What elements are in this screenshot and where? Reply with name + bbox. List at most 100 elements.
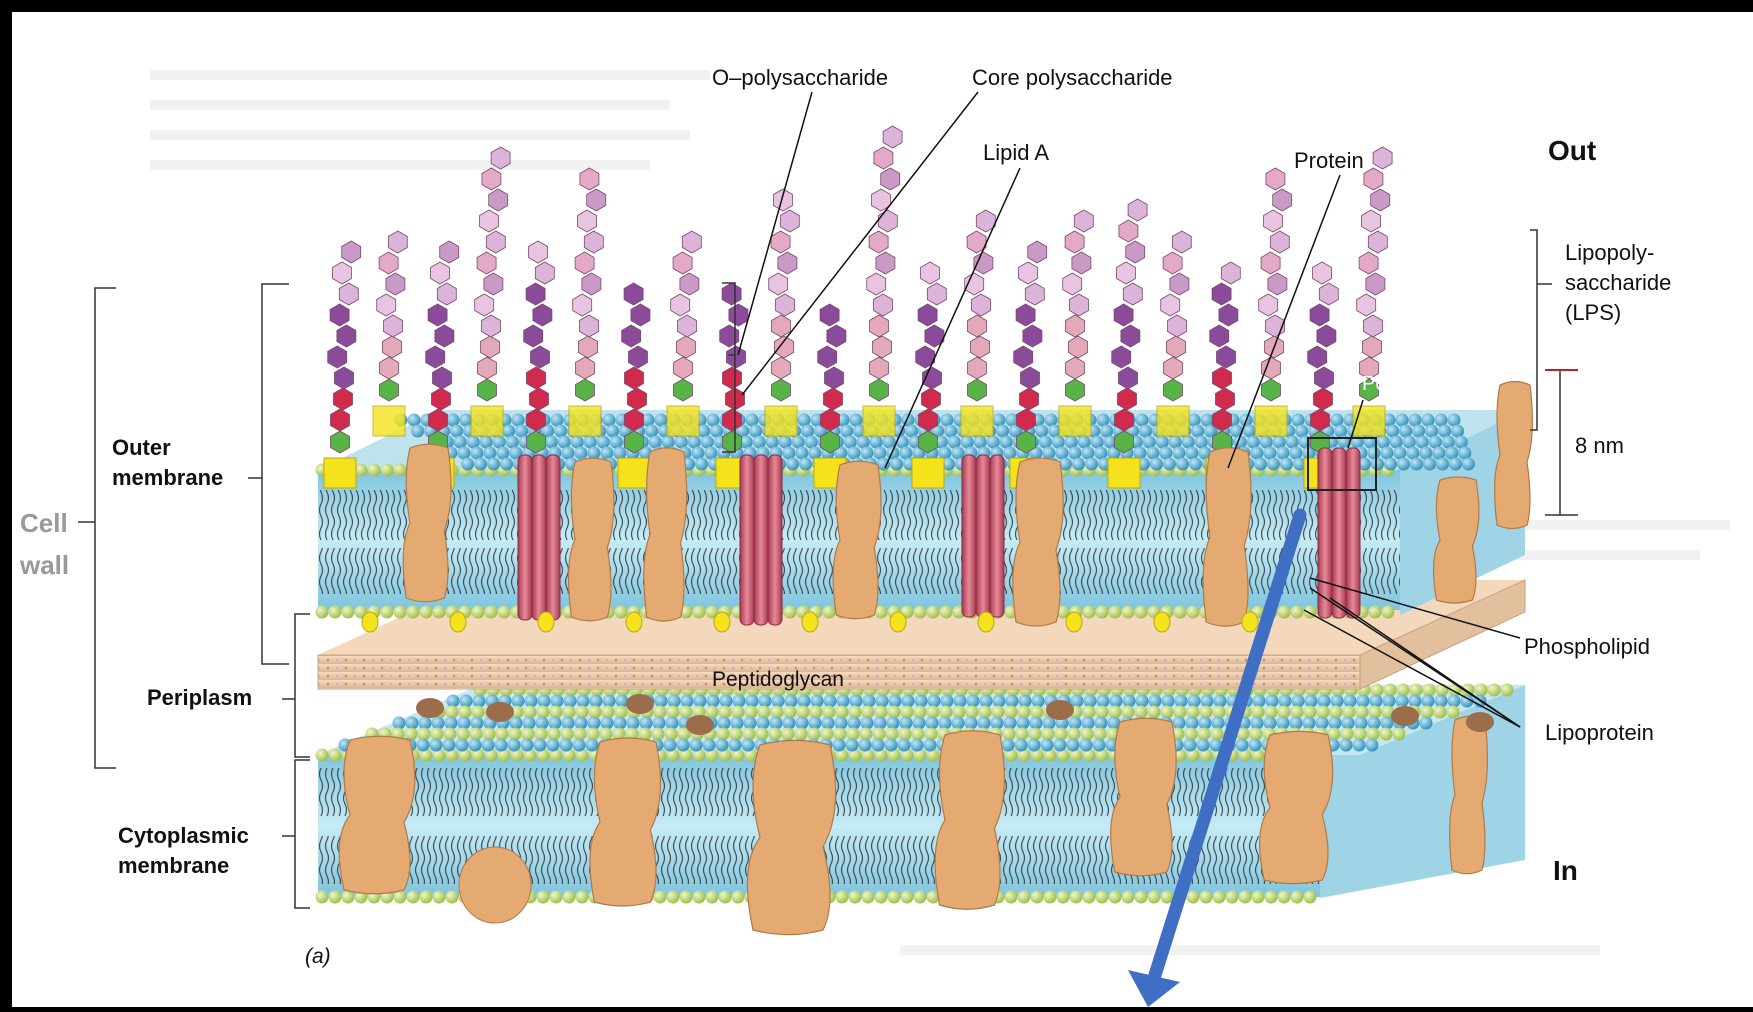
- lipid-head: [1136, 414, 1149, 427]
- lipid-head: [1028, 739, 1041, 752]
- lipid-head: [563, 706, 576, 719]
- lipid-head: [847, 728, 860, 741]
- lipid-head: [707, 695, 720, 708]
- lipid-head: [574, 728, 587, 741]
- lipid-head: [905, 425, 918, 438]
- lipid-head: [665, 728, 678, 741]
- lipid-head: [1250, 447, 1263, 460]
- lipid-head: [1412, 425, 1425, 438]
- lipid-head: [445, 717, 458, 730]
- lipid-head: [1371, 684, 1384, 697]
- lipid-head: [1096, 606, 1109, 619]
- lipid-head: [796, 717, 809, 730]
- lipid-head: [1084, 695, 1097, 708]
- lipid-head: [941, 414, 954, 427]
- lipid-head: [987, 436, 1000, 449]
- lipid-head: [1396, 414, 1409, 427]
- periplasmic-protein: [626, 694, 654, 714]
- membrane-protein: [1434, 477, 1479, 603]
- lipid-head: [1501, 684, 1514, 697]
- lipid-head: [821, 728, 834, 741]
- lipid-head: [952, 717, 965, 730]
- lipid-head: [1386, 425, 1399, 438]
- lipid-head: [1198, 728, 1211, 741]
- membrane-protein: [1111, 718, 1177, 876]
- label-porin: Porin: [1362, 373, 1409, 395]
- lipid-head: [1032, 695, 1045, 708]
- lipid-head: [534, 739, 547, 752]
- lipid-head: [1097, 695, 1110, 708]
- lipid-head: [805, 436, 818, 449]
- lipid-head: [1341, 728, 1354, 741]
- lipid-head: [965, 717, 978, 730]
- lipid-head: [381, 464, 394, 477]
- lipid-head: [1173, 717, 1186, 730]
- lipid-head: [602, 706, 615, 719]
- lipid-head: [1292, 695, 1305, 708]
- lipoprotein-anchor: [1066, 612, 1082, 632]
- lipid-head: [1252, 706, 1265, 719]
- lipid-head: [454, 436, 467, 449]
- lipid-head: [772, 695, 785, 708]
- lipid-head: [1213, 891, 1226, 904]
- lipid-head: [480, 436, 493, 449]
- periplasmic-protein: [416, 698, 444, 718]
- periplasmic-protein: [486, 702, 514, 722]
- membrane-protein: [403, 444, 451, 602]
- lipid-head: [953, 706, 966, 719]
- lipid-head: [680, 706, 693, 719]
- lipid-head: [554, 425, 567, 438]
- lipid-head: [470, 447, 483, 460]
- lipid-head: [1384, 458, 1397, 471]
- lipid-head: [1265, 891, 1278, 904]
- label-in: In: [1553, 855, 1578, 886]
- lipid-head: [433, 891, 446, 904]
- lipid-head: [1265, 706, 1278, 719]
- lipid-head: [677, 739, 690, 752]
- lipid-head: [524, 706, 537, 719]
- lipid-head: [1390, 436, 1403, 449]
- lipid-head: [472, 706, 485, 719]
- lipid-head: [822, 717, 835, 730]
- lipid-head: [925, 728, 938, 741]
- lipid-a-square: [912, 458, 944, 488]
- lipid-head: [1305, 695, 1318, 708]
- lipid-head: [1393, 447, 1406, 460]
- lipid-head: [811, 695, 824, 708]
- lipid-head: [896, 436, 909, 449]
- lipid-head: [1083, 706, 1096, 719]
- lipid-head: [1266, 695, 1279, 708]
- lipid-head: [911, 739, 924, 752]
- lipid-head: [890, 458, 903, 471]
- lipid-head: [1052, 436, 1065, 449]
- lipid-head: [849, 891, 862, 904]
- lipid-head: [667, 891, 680, 904]
- lipid-head: [1343, 706, 1356, 719]
- porin-barrel: [518, 455, 532, 620]
- lipid-head: [1159, 447, 1172, 460]
- lipid-head: [1136, 695, 1149, 708]
- lipid-head: [1161, 706, 1174, 719]
- lipid-head: [550, 891, 563, 904]
- lipid-head: [1109, 706, 1122, 719]
- lipid-head: [784, 606, 797, 619]
- lipid-head: [899, 728, 912, 741]
- lipid-head: [431, 728, 444, 741]
- lipid-head: [1211, 728, 1224, 741]
- lipid-head: [1055, 728, 1068, 741]
- lipid-head: [316, 606, 329, 619]
- lipid-head: [928, 695, 941, 708]
- lipid-head: [733, 695, 746, 708]
- lipid-head: [564, 695, 577, 708]
- lipid-head: [1447, 706, 1460, 719]
- lipid-head: [1276, 447, 1289, 460]
- lipid-head: [495, 739, 508, 752]
- lipid-head: [1330, 706, 1343, 719]
- lipid-head: [654, 706, 667, 719]
- lipid-head: [1409, 414, 1422, 427]
- label-lps-line1: Lipopoly-: [1565, 240, 1654, 265]
- lipid-head: [954, 695, 967, 708]
- lipid-head: [840, 425, 853, 438]
- lipid-head: [506, 436, 519, 449]
